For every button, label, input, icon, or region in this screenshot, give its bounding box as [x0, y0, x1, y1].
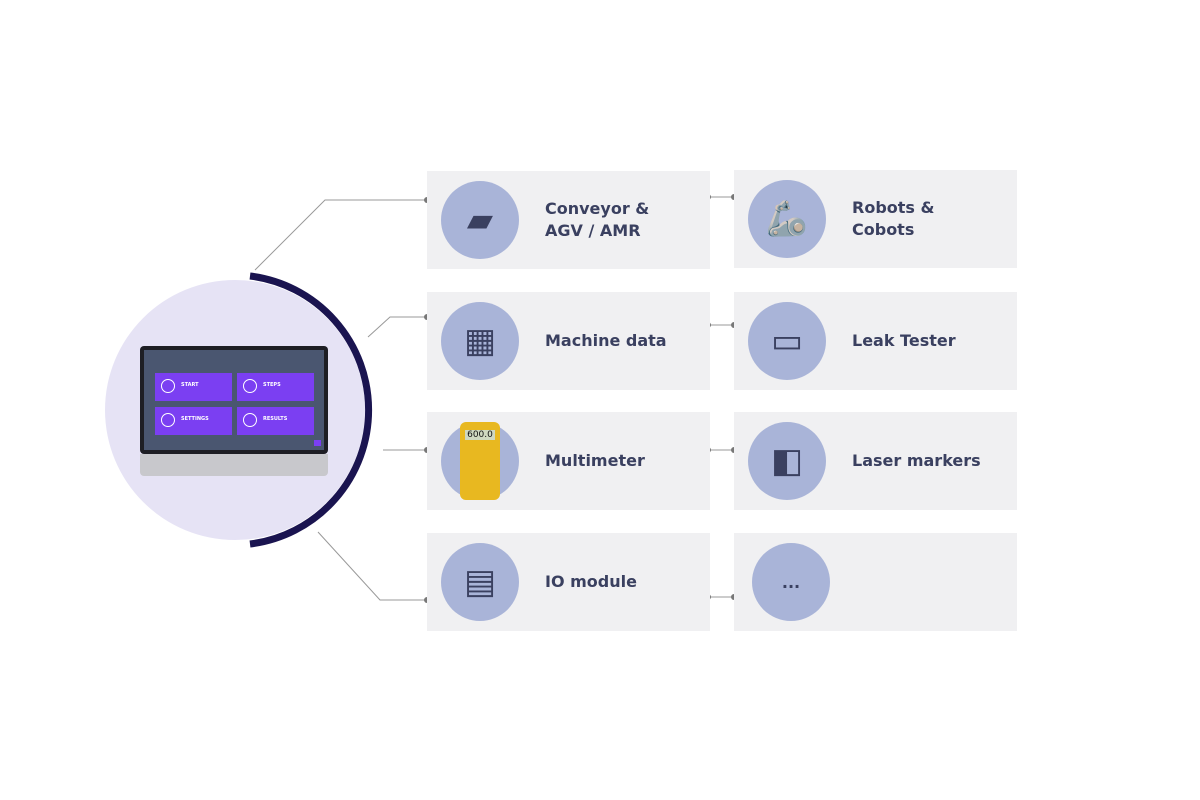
cnc-machine-icon: ▦ [441, 302, 519, 380]
more-icon: ... [752, 543, 830, 621]
card-more: ... [734, 533, 1017, 631]
card-io-module: ▤IO module [427, 533, 710, 631]
card-conveyor-agv: ▰Conveyor & AGV / AMR [427, 171, 710, 269]
card-leak-tester: ▭Leak Tester [734, 292, 1017, 390]
io-module-icon: ▤ [441, 543, 519, 621]
exit-icon[interactable] [314, 440, 321, 446]
card-laser-markers: ◧Laser markers [734, 412, 1017, 510]
card-machine-data: ▦Machine data [427, 292, 710, 390]
tile-results[interactable]: RESULTS [237, 407, 314, 435]
monitor: START STEPS SETTINGS RESULTS [140, 346, 328, 476]
leak-tester-icon: ▭ [748, 302, 826, 380]
tile-start[interactable]: START [155, 373, 232, 401]
multimeter-icon: 600.0 [441, 422, 519, 500]
tile-steps[interactable]: STEPS [237, 373, 314, 401]
agv-icon: ▰ [441, 181, 519, 259]
card-robots-cobots: 🦾Robots & Cobots [734, 170, 1017, 268]
tile-settings[interactable]: SETTINGS [155, 407, 232, 435]
laser-marker-icon: ◧ [748, 422, 826, 500]
robot-arm-icon: 🦾 [748, 180, 826, 258]
